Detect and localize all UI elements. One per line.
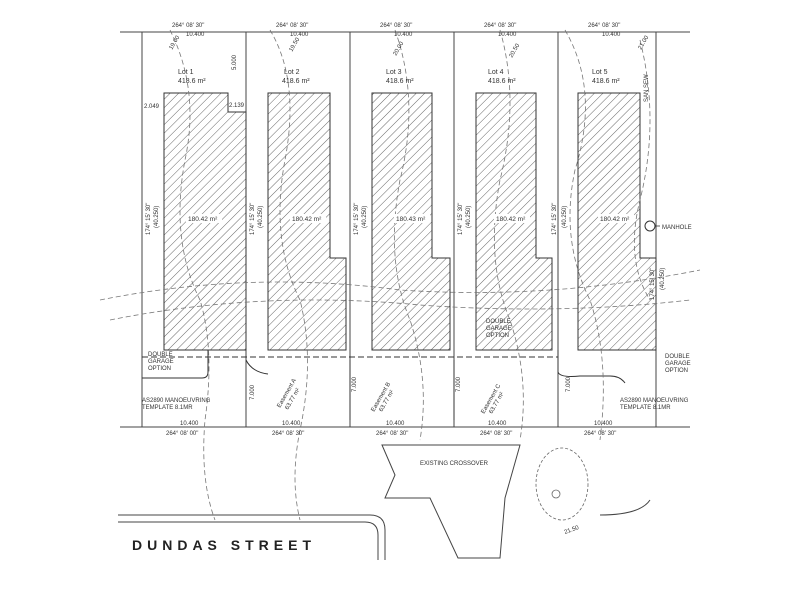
- building-5-area: 180.42 m²: [600, 216, 630, 223]
- width-top-3: 10.400: [394, 32, 413, 38]
- svg-text:7.000: 7.000: [352, 376, 358, 392]
- small-dims: 2.049 2.139 5.000: [144, 54, 245, 110]
- width-top-1: 10.400: [186, 32, 205, 38]
- bearing-bottom-3: 264° 08' 30": [376, 431, 408, 437]
- dim-5000: 5.000: [232, 54, 238, 70]
- lot-1-name: Lot 1: [178, 69, 194, 76]
- width-bottom-5: 10.400: [594, 421, 613, 427]
- existing-crossover: [381, 444, 521, 559]
- svg-text:7.000: 7.000: [456, 376, 462, 392]
- side-depth-1: (40.250): [154, 206, 160, 228]
- contour-lines: [99, 29, 701, 521]
- lot-5-name: Lot 5: [592, 69, 608, 76]
- side-bearing-2: 174° 15' 30": [250, 203, 256, 235]
- bottom-dimensions: 10.400 264° 08' 00" 10.400 264° 08' 30" …: [166, 421, 616, 437]
- svg-text:DOUBLE: DOUBLE: [148, 352, 173, 358]
- manoeuvring-left: AS2890 MANOEUVRING TEMPLATE 8.1MR: [142, 398, 211, 411]
- lot-1-area: 418.6 m²: [178, 78, 206, 85]
- driveway-widths: 7.000 7.000 7.000 7.000: [250, 376, 572, 400]
- bearing-bottom-2: 264° 08' 30": [272, 431, 304, 437]
- building-1-area: 180.42 m²: [188, 216, 218, 223]
- svg-text:7.000: 7.000: [250, 384, 256, 400]
- svg-text:AS2890 MANOEUVRING: AS2890 MANOEUVRING: [620, 398, 689, 404]
- side-dimensions: 174° 15' 30" (40.250) 174° 15' 30" (40.2…: [146, 203, 666, 300]
- side-bearing-5: 174° 15' 30": [552, 203, 558, 235]
- top-dimensions: 264° 08' 30" 10.400 264° 08' 30" 10.400 …: [172, 23, 621, 38]
- lot-boundaries: [141, 32, 657, 427]
- side-depth-5: (40.250): [562, 206, 568, 228]
- garage-option-right: DOUBLE GARAGE OPTION: [665, 354, 691, 374]
- street-kerb: [118, 499, 651, 560]
- contour-2000: 20.00: [393, 40, 406, 57]
- lot-2-name: Lot 2: [284, 69, 300, 76]
- side-depth-6: (40.250): [660, 268, 666, 290]
- dim-2049: 2.049: [144, 104, 160, 110]
- bearing-top-5: 264° 08' 30": [588, 23, 620, 29]
- width-bottom-1: 10.400: [180, 421, 199, 427]
- width-top-5: 10.400: [602, 32, 621, 38]
- garage-option-left: DOUBLE GARAGE OPTION: [148, 352, 174, 372]
- svg-text:DOUBLE: DOUBLE: [486, 319, 511, 325]
- side-depth-3: (40.250): [362, 206, 368, 228]
- bearing-bottom-1: 264° 08' 00": [166, 431, 198, 437]
- contour-2100: 21.00: [638, 34, 651, 51]
- width-top-4: 10.400: [498, 32, 517, 38]
- svg-text:GARAGE: GARAGE: [148, 359, 174, 365]
- street-name: DUNDAS STREET: [132, 537, 316, 553]
- bearing-top-2: 264° 08' 30": [276, 23, 308, 29]
- width-bottom-3: 10.400: [386, 421, 405, 427]
- bearing-top-4: 264° 08' 30": [484, 23, 516, 29]
- bearing-top-1: 264° 08' 30": [172, 23, 204, 29]
- contour-2150: 21.50: [564, 525, 581, 536]
- building-area-labels: 180.42 m² 180.42 m² 180.43 m² 180.42 m² …: [186, 214, 634, 223]
- svg-text:OPTION: OPTION: [665, 368, 688, 374]
- svg-text:7.000: 7.000: [566, 376, 572, 392]
- svg-text:OPTION: OPTION: [148, 366, 171, 372]
- manoeuvring-right: AS2890 MANOEUVRING TEMPLATE 8.1MR: [620, 398, 689, 411]
- lot-4-area: 418.6 m²: [488, 78, 516, 85]
- building-4-area: 180.42 m²: [496, 216, 526, 223]
- building-3-area: 180.43 m²: [396, 216, 426, 223]
- svg-text:TEMPLATE 8.1MR: TEMPLATE 8.1MR: [142, 405, 193, 411]
- contour-1900: 19.00: [169, 34, 182, 51]
- contour-2050: 20.50: [509, 42, 522, 59]
- lot-4-name: Lot 4: [488, 69, 504, 76]
- side-depth-4: (40.250): [466, 206, 472, 228]
- side-bearing-6: 174° 15' 30": [650, 268, 656, 300]
- lot-3-name: Lot 3: [386, 69, 402, 76]
- manhole-icon: [644, 220, 656, 232]
- lot-labels: Lot 1 418.6 m² Lot 2 418.6 m² Lot 3 418.…: [178, 69, 620, 85]
- svg-text:GARAGE: GARAGE: [665, 361, 691, 367]
- contour-1950: 19.50: [289, 36, 302, 53]
- svg-text:DOUBLE: DOUBLE: [665, 354, 690, 360]
- tree-icon: [535, 447, 589, 521]
- sewer-label: SAN SEW: [644, 74, 650, 102]
- side-bearing-3: 174° 15' 30": [354, 203, 360, 235]
- width-bottom-4: 10.400: [488, 421, 507, 427]
- lot-5-area: 418.6 m²: [592, 78, 620, 85]
- existing-crossover-label: EXISTING CROSSOVER: [420, 461, 489, 467]
- side-bearing-4: 174° 15' 30": [458, 203, 464, 235]
- manhole-label: MANHOLE: [662, 225, 692, 231]
- side-depth-2: (40.250): [258, 206, 264, 228]
- svg-text:GARAGE: GARAGE: [486, 326, 512, 332]
- lot-2-area: 418.6 m²: [282, 78, 310, 85]
- svg-text:TEMPLATE 8.1MR: TEMPLATE 8.1MR: [620, 405, 671, 411]
- lot-3-area: 418.6 m²: [386, 78, 414, 85]
- driveways: [142, 350, 626, 420]
- bearing-bottom-4: 264° 08' 30": [480, 431, 512, 437]
- easement-labels: Easement A 63.77 m² Easement B 63.77 m² …: [277, 378, 506, 415]
- building-2-area: 180.42 m²: [292, 216, 322, 223]
- width-top-2: 10.400: [290, 32, 309, 38]
- dim-2139: 2.139: [229, 103, 245, 109]
- svg-text:AS2890 MANOEUVRING: AS2890 MANOEUVRING: [142, 398, 211, 404]
- bearing-bottom-5: 264° 08' 30": [584, 431, 616, 437]
- svg-text:OPTION: OPTION: [486, 333, 509, 339]
- garage-option-lot4: DOUBLE GARAGE OPTION: [486, 319, 512, 339]
- side-bearing-1: 174° 15' 30": [146, 203, 152, 235]
- width-bottom-2: 10.400: [282, 421, 301, 427]
- bearing-top-3: 264° 08' 30": [380, 23, 412, 29]
